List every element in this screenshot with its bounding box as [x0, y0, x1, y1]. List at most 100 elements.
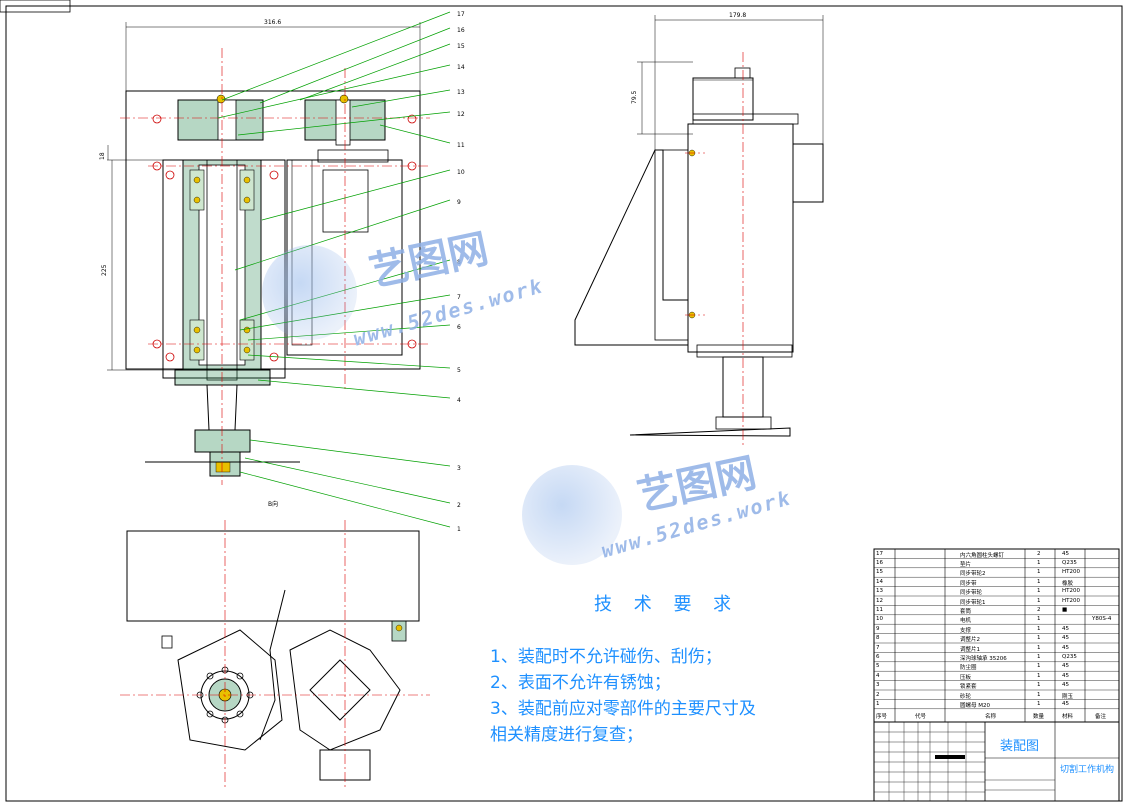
bill-of-materials-table: [873, 548, 1120, 723]
dimension-width-front: 316.6: [264, 19, 281, 26]
bom-cell-qty: 1: [1037, 559, 1041, 566]
bom-cell-name: 锁紧套: [960, 684, 977, 691]
bom-cell-material: 45: [1062, 663, 1069, 670]
bom-cell-qty: 1: [1037, 578, 1041, 585]
dimension-height-motor: 79.5: [631, 90, 638, 104]
part-callout-6: 6: [457, 324, 461, 331]
bom-cell-no: 7: [876, 644, 880, 651]
bom-cell-name: 深沟球轴承 35206: [960, 655, 1007, 662]
bom-cell-qty: 1: [1037, 691, 1041, 698]
bom-cell-material: HT200: [1062, 597, 1080, 604]
bom-cell-qty: 1: [1037, 682, 1041, 689]
bom-header-no: 序号: [876, 713, 888, 720]
bom-cell-qty: 1: [1037, 588, 1041, 595]
part-callout-15: 15: [457, 43, 465, 50]
bom-header-name: 名称: [985, 713, 997, 720]
part-callout-11: 11: [457, 142, 465, 149]
part-callout-14: 14: [457, 64, 465, 71]
bom-cell-material: Q235: [1062, 559, 1077, 566]
bom-cell-material: 45: [1062, 550, 1069, 557]
bom-cell-material: 45: [1062, 682, 1069, 689]
bom-cell-name: 防尘圈: [960, 665, 977, 672]
bom-cell-no: 12: [876, 597, 883, 604]
bom-cell-material: 45: [1062, 644, 1069, 651]
part-callout-13: 13: [457, 89, 465, 96]
bom-cell-name: 套筒: [960, 608, 972, 615]
bom-cell-qty: 1: [1037, 597, 1041, 604]
bom-cell-material: 45: [1062, 625, 1069, 632]
bom-cell-no: 9: [876, 625, 880, 632]
bom-cell-name: 电机: [960, 618, 972, 625]
bom-cell-material: HT200: [1062, 588, 1080, 595]
bom-cell-qty: 2: [1037, 606, 1041, 613]
dimension-height-main: 225: [101, 264, 108, 276]
bom-header-code: 代号: [915, 713, 927, 720]
side-view: 179.8 79.5: [574, 12, 824, 448]
part-callout-7: 7: [457, 294, 461, 301]
title-block: [873, 721, 1120, 802]
bom-cell-no: 2: [876, 691, 880, 698]
part-callout-4: 4: [457, 397, 461, 404]
bom-cell-name: 砂轮: [960, 693, 972, 700]
view-label-b: B向: [268, 500, 278, 508]
corner-tab: [0, 0, 71, 13]
bom-cell-material: 刚玉: [1062, 693, 1074, 700]
bom-cell-name: 同步带轮: [960, 590, 983, 597]
bom-cell-qty: 2: [1037, 550, 1041, 557]
bom-cell-material: Q235: [1062, 653, 1077, 660]
bom-cell-material: 45: [1062, 672, 1069, 679]
bom-cell-name: 调整片2: [960, 637, 980, 644]
bom-cell-note: Y80S-4: [1092, 616, 1112, 623]
tech-requirement-item-3: 3、装配前应对零部件的主要尺寸及: [490, 699, 756, 719]
bom-cell-qty: 1: [1037, 625, 1041, 632]
bom-cell-qty: 1: [1037, 672, 1041, 679]
bom-cell-no: 4: [876, 672, 880, 679]
tech-requirement-item-2: 2、表面不允许有锈蚀；: [490, 673, 671, 693]
tech-requirements-title: 技 术 要 求: [594, 594, 740, 615]
bom-header-material: 材料: [1062, 713, 1074, 720]
part-callout-17: 17: [457, 11, 465, 18]
bom-cell-no: 6: [876, 653, 880, 660]
part-callout-3: 3: [457, 465, 461, 472]
part-callout-8: 8: [457, 259, 461, 266]
tech-requirement-item-1: 1、装配时不允许碰伤、刮伤；: [490, 647, 722, 667]
part-callout-1: 1: [457, 526, 461, 533]
bom-cell-material: ■: [1062, 606, 1068, 613]
bom-cell-name: 同步带轮2: [960, 571, 986, 578]
bom-cell-no: 13: [876, 588, 883, 595]
bom-cell-no: 14: [876, 578, 883, 585]
bom-cell-no: 16: [876, 559, 883, 566]
bom-cell-name: 压板: [960, 674, 972, 681]
part-callout-10: 10: [457, 169, 465, 176]
bom-cell-name: 同步带: [960, 580, 977, 587]
bom-cell-name: 同步带轮1: [960, 599, 986, 606]
bom-cell-no: 8: [876, 635, 880, 642]
bom-cell-name: 支撑: [960, 627, 972, 634]
part-callout-5: 5: [457, 367, 461, 374]
bom-cell-name: 调整片1: [960, 646, 980, 653]
watermark-globe-2: [522, 465, 622, 565]
bom-cell-qty: 1: [1037, 635, 1041, 642]
part-callout-9: 9: [457, 199, 461, 206]
part-callout-12: 12: [457, 111, 465, 118]
dimension-small: 18: [99, 152, 106, 160]
bom-cell-qty: 1: [1037, 644, 1041, 651]
bom-header-note: 备注: [1095, 713, 1107, 720]
bom-cell-no: 5: [876, 663, 880, 670]
bom-cell-no: 10: [876, 616, 883, 623]
bom-cell-qty: 1: [1037, 663, 1041, 670]
bom-cell-qty: 1: [1037, 700, 1041, 707]
bom-cell-no: 17: [876, 550, 883, 557]
watermark-globe-1: [262, 245, 357, 340]
dimension-width-side: 179.8: [729, 12, 746, 19]
bom-header-qty: 数量: [1033, 713, 1045, 720]
bom-cell-material: 45: [1062, 635, 1069, 642]
bom-cell-name: 垫片: [960, 561, 972, 568]
bom-cell-no: 3: [876, 682, 880, 689]
drawing-border: [5, 5, 1123, 802]
part-callout-2: 2: [457, 502, 461, 509]
bom-cell-qty: 1: [1037, 616, 1041, 623]
bom-cell-no: 11: [876, 606, 883, 613]
bom-cell-qty: 1: [1037, 569, 1041, 576]
